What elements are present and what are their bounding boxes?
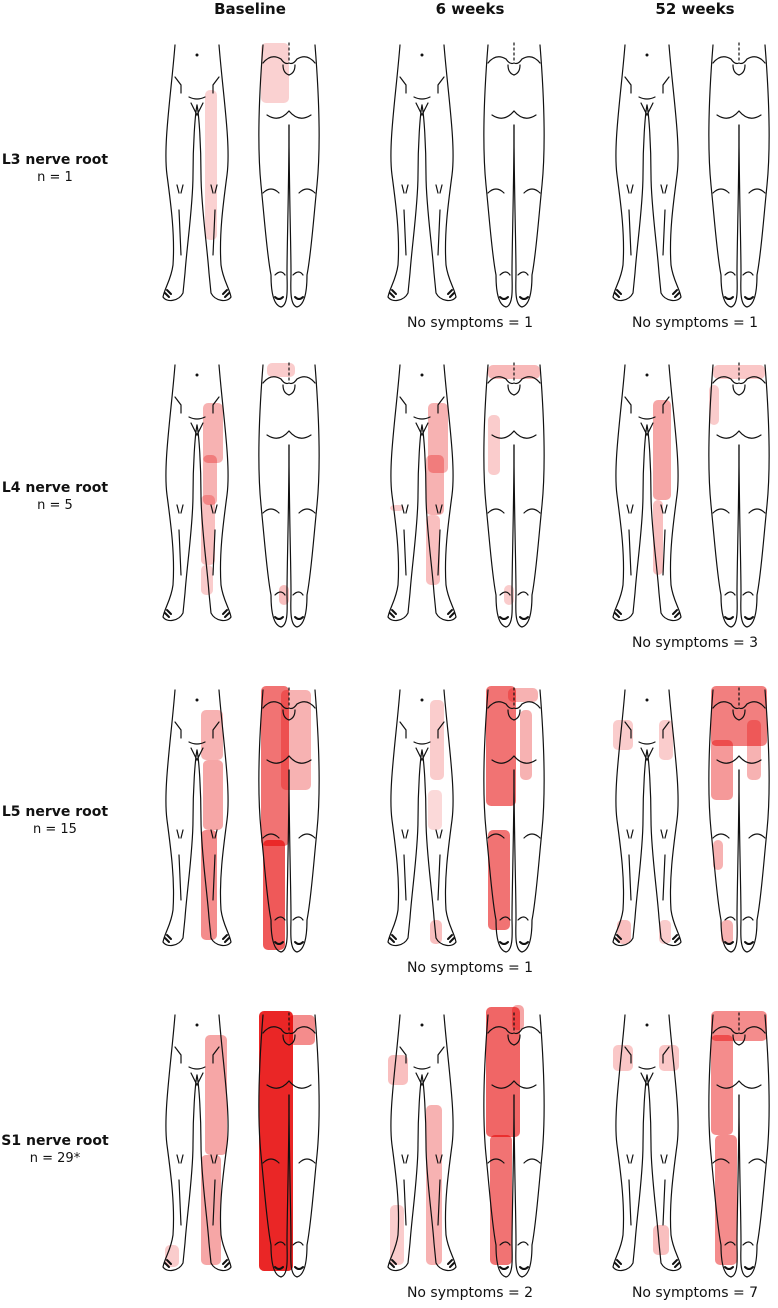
back-legs-icon [483, 1005, 545, 1278]
front-legs-icon [387, 1014, 457, 1272]
back-legs-icon [708, 1011, 770, 1278]
front-legs-icon [162, 364, 232, 622]
front-legs-icon [612, 1014, 682, 1272]
panel-l3-baseline [150, 35, 350, 308]
panel-l4-baseline [150, 355, 350, 628]
no-symptoms-l4-52-weeks: No symptoms = 3 [631, 635, 759, 651]
front-legs-icon [387, 44, 457, 302]
front-legs-icon [387, 689, 457, 947]
panel-l5-6-weeks [375, 680, 575, 953]
back-legs-icon [483, 42, 545, 308]
front-legs-icon [162, 1014, 232, 1272]
back-legs-icon [708, 362, 770, 628]
panel-s1-52-weeks [600, 1005, 778, 1278]
panel-l5-baseline [150, 680, 350, 953]
back-legs-icon [258, 362, 320, 628]
back-legs-icon [258, 686, 320, 953]
panel-l4-6-weeks [375, 355, 575, 628]
no-symptoms-l5-6-weeks: No symptoms = 1 [406, 960, 534, 976]
no-symptoms-l3-52-weeks: No symptoms = 1 [631, 315, 759, 331]
back-legs-icon [708, 686, 770, 953]
front-legs-icon [162, 689, 232, 947]
panel-l3-6-weeks [375, 35, 575, 308]
panel-s1-baseline [150, 1005, 350, 1278]
back-legs-icon [483, 686, 545, 953]
panel-s1-6-weeks [375, 1005, 575, 1278]
back-legs-icon [258, 1011, 320, 1278]
back-legs-icon [258, 42, 320, 308]
no-symptoms-s1-6-weeks: No symptoms = 2 [406, 1285, 534, 1301]
back-legs-icon [483, 362, 545, 628]
front-legs-icon [612, 689, 682, 947]
front-legs-icon [612, 44, 682, 302]
panel-l3-52-weeks [600, 35, 778, 308]
front-legs-icon [162, 44, 232, 302]
column-header-6-weeks: 6 weeks [435, 0, 505, 18]
front-legs-icon [387, 364, 457, 622]
back-legs-icon [708, 42, 770, 308]
column-header-52-weeks: 52 weeks [655, 0, 735, 18]
front-legs-icon [612, 364, 682, 622]
panel-l4-52-weeks [600, 355, 778, 628]
panel-l5-52-weeks [600, 680, 778, 953]
no-symptoms-s1-52-weeks: No symptoms = 7 [631, 1285, 759, 1301]
no-symptoms-l3-6-weeks: No symptoms = 1 [406, 315, 534, 331]
column-header-baseline: Baseline [214, 0, 286, 18]
